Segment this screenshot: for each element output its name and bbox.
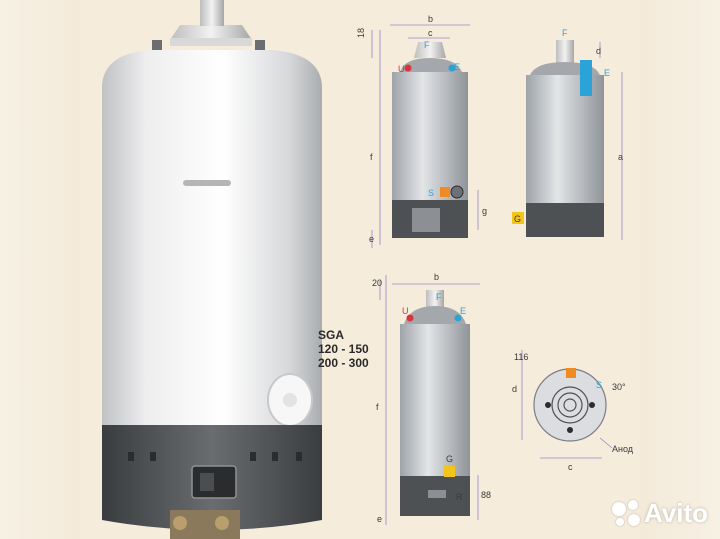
label-S: S: [428, 188, 434, 198]
label-f: f: [370, 152, 373, 162]
gas-fitting: [173, 516, 187, 530]
label-116: 116: [514, 352, 528, 362]
model-line: SGA: [318, 328, 345, 342]
marker-e2: [454, 314, 462, 322]
label-e: e: [369, 234, 374, 244]
label-b: b: [428, 14, 433, 24]
vent-slot: [272, 452, 278, 461]
diagram-flue2: [426, 290, 444, 308]
label-E2: E: [460, 306, 466, 316]
marker-u2: [406, 314, 414, 322]
avito-wordmark: Avito: [644, 498, 709, 528]
label-18: 18: [356, 28, 366, 38]
diagram-panel: [412, 208, 440, 232]
marker-e: [448, 64, 456, 72]
anode-leader: [599, 437, 613, 449]
diagram-top-view: [521, 350, 613, 459]
diagram-flue: [414, 42, 446, 58]
marker-s-box: [440, 187, 450, 197]
label-g: g: [482, 206, 487, 216]
diagram-front-bottom: [379, 275, 480, 525]
diagram-side: [512, 40, 623, 240]
brand-logo: [183, 180, 231, 186]
model-line: 120 - 150: [318, 342, 369, 356]
diagram-panel2: [428, 490, 446, 498]
marker-s-knob: [450, 185, 464, 199]
label-G2: G: [446, 454, 453, 464]
marker-top-orange: [566, 368, 576, 378]
diagram-side-pipe: [580, 60, 592, 96]
gas-fitting: [215, 516, 229, 530]
label-F: F: [424, 40, 430, 50]
diagram-side-base: [526, 203, 604, 237]
diagram-dome2: [404, 306, 466, 324]
avito-logo-icon: [612, 499, 640, 528]
diagram-front-top: [371, 24, 479, 248]
thermostat-center: [283, 393, 297, 407]
label-c: c: [428, 28, 433, 38]
model-line: 200 - 300: [318, 356, 369, 370]
label-U2: U: [402, 306, 409, 316]
diagram-tank: [392, 72, 468, 202]
top-view-ring2: [557, 392, 583, 418]
top-view-port: [567, 427, 573, 433]
vent-slot: [128, 452, 134, 461]
label-anode: Анод: [612, 444, 634, 454]
tank-body: [102, 50, 322, 430]
flue-collar: [170, 38, 252, 46]
top-view-ring1: [551, 386, 589, 424]
label-b2: b: [434, 272, 439, 282]
diagram-front-top-shapes: [392, 42, 468, 238]
marker-u: [404, 64, 412, 72]
label-88: 88: [481, 490, 491, 500]
diagram-side-flue: [556, 40, 574, 68]
marker-g2: [444, 466, 455, 477]
label-U: U: [398, 64, 405, 74]
avito-watermark: Avito: [612, 498, 708, 529]
diagram-side-tank: [526, 75, 604, 205]
label-G-side: G: [514, 214, 521, 224]
label-F2: F: [436, 292, 442, 302]
top-view-port: [589, 402, 595, 408]
flue-pipe: [200, 0, 224, 26]
diagram-tank2: [400, 324, 470, 476]
label-a: a: [618, 152, 623, 162]
label-F-side: F: [562, 28, 568, 38]
vent-slot: [150, 452, 156, 461]
right-background: [640, 0, 720, 539]
water-heater-photo: [102, 0, 322, 539]
label-30: 30°: [612, 382, 626, 392]
label-d2: d: [512, 384, 517, 394]
label-E: E: [454, 62, 460, 72]
vent-slot: [250, 452, 256, 461]
marker-g-side: [512, 212, 524, 224]
diagram-dome: [400, 58, 462, 72]
label-d: d: [596, 46, 601, 56]
label-e2: e: [377, 514, 382, 524]
top-view-port: [545, 402, 551, 408]
vent-slot: [296, 452, 302, 461]
label-S2: S: [596, 380, 602, 390]
label-f2: f: [376, 402, 379, 412]
label-E-side: E: [604, 68, 610, 78]
flue-cap: [170, 25, 252, 40]
left-background: [0, 0, 80, 539]
top-view-ring3: [563, 398, 577, 412]
label-c2: c: [568, 462, 573, 472]
model-label: SGA 120 - 150 200 - 300: [318, 328, 369, 370]
control-valve: [200, 473, 214, 491]
label-R: R: [456, 492, 463, 502]
label-20: 20: [372, 278, 382, 288]
